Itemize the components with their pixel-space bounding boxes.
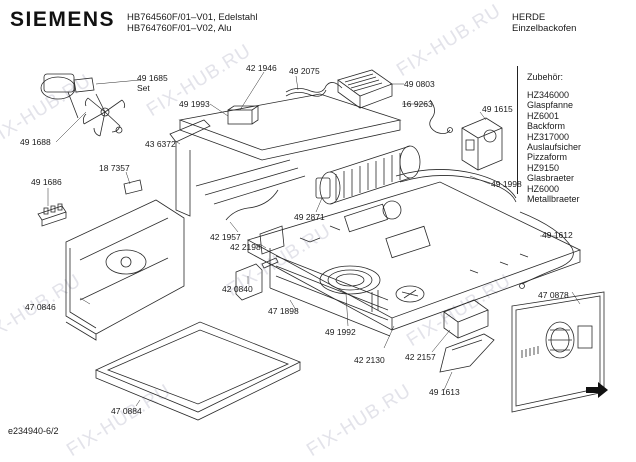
accessory-item: Glasbraeter — [527, 173, 575, 184]
part-number-label: 47 0884 — [111, 406, 142, 416]
electronic-module — [443, 299, 489, 339]
accessory-item: HZ6001 — [527, 110, 560, 121]
accessory-item: HZ317000 — [527, 131, 570, 142]
accessories-list: HZ346000 Glaspfanne HZ6001 Backform HZ31… — [527, 90, 581, 204]
brand-logo: SIEMENS — [10, 8, 116, 31]
accessory-item: Auslaufsicher — [527, 142, 582, 153]
terminal-block — [37, 203, 67, 227]
part-number-label: Set — [137, 83, 150, 93]
exploded-diagram — [37, 69, 605, 421]
arrow-right-icon — [586, 382, 608, 398]
part-number-label: 42 2157 — [405, 352, 436, 362]
left-bracket — [169, 119, 211, 217]
nut — [115, 126, 123, 134]
part-number-label: 49 1992 — [325, 327, 356, 337]
part-number-label: 49 1993 — [179, 99, 210, 109]
side-panel — [65, 199, 185, 341]
part-number-label: 42 1957 — [210, 232, 241, 242]
part-number-label: 16 9263 — [402, 99, 433, 109]
accessory-item: HZ9150 — [527, 162, 560, 173]
model-line-1: HB764560F/01–V01, Edelstahl — [127, 12, 258, 23]
cross-flow-fan — [315, 145, 421, 205]
accessory-bracket — [517, 66, 524, 194]
clip — [123, 179, 143, 195]
top-heater — [395, 169, 517, 199]
leader-lines — [47, 71, 581, 407]
part-number-label: 47 1898 — [268, 306, 299, 316]
part-number-label: 42 2130 — [354, 355, 385, 365]
part-number-label: 47 0878 — [538, 290, 569, 300]
category-line-2: Einzelbackofen — [512, 23, 577, 34]
part-number-label: 42 2198 — [230, 242, 261, 252]
sensor-cable — [429, 99, 451, 134]
accessory-item: HZ6000 — [527, 183, 560, 194]
hinge-bracket — [235, 263, 263, 301]
top-cover — [178, 93, 402, 205]
fan-guard — [259, 225, 285, 255]
oven-cavity — [246, 181, 582, 337]
part-number-label: 49 1612 — [542, 230, 573, 240]
accessory-item: Backform — [527, 121, 566, 132]
part-number-label: 49 2871 — [294, 212, 325, 222]
part-number-label: 49 1615 — [482, 104, 513, 114]
accessories-title: Zubehör: — [527, 72, 564, 82]
accessory-item: Metallbraeter — [527, 194, 580, 205]
part-number-label: 49 0803 — [404, 79, 435, 89]
bottom-frame — [95, 321, 301, 421]
part-number-label: 47 0846 — [25, 302, 56, 312]
part-number-label: 49 1685 — [137, 73, 168, 83]
accessory-item: Pizzaform — [527, 152, 568, 163]
part-number-label: 49 1688 — [20, 137, 51, 147]
ring-heater — [319, 265, 381, 312]
accessory-item: HZ346000 — [527, 90, 570, 100]
category-line-1: HERDE — [512, 12, 546, 23]
part-number-label: 49 1613 — [429, 387, 460, 397]
rear-fan — [395, 285, 425, 303]
part-number-label: 43 6372 — [145, 139, 176, 149]
document-id: e234940-6/2 — [8, 426, 59, 436]
part-number-label: 49 1686 — [31, 177, 62, 187]
heater-cable — [519, 211, 574, 285]
part-number-label: 42 0840 — [222, 284, 253, 294]
part-number-label: 49 1998 — [491, 179, 522, 189]
part-number-label: 49 2075 — [289, 66, 320, 76]
cable — [225, 189, 279, 221]
part-number-label: 18 7357 — [99, 163, 130, 173]
part-number-label: 42 1946 — [246, 63, 277, 73]
accessory-item: Glaspfanne — [527, 100, 574, 111]
relay — [227, 109, 253, 125]
handle-trim — [439, 333, 495, 373]
door-lock — [461, 117, 503, 171]
fan-motor-assembly — [40, 73, 95, 119]
model-line-2: HB764760F/01–V02, Alu — [127, 23, 232, 34]
fan-wheel — [82, 93, 126, 137]
cable-harness — [285, 82, 343, 93]
